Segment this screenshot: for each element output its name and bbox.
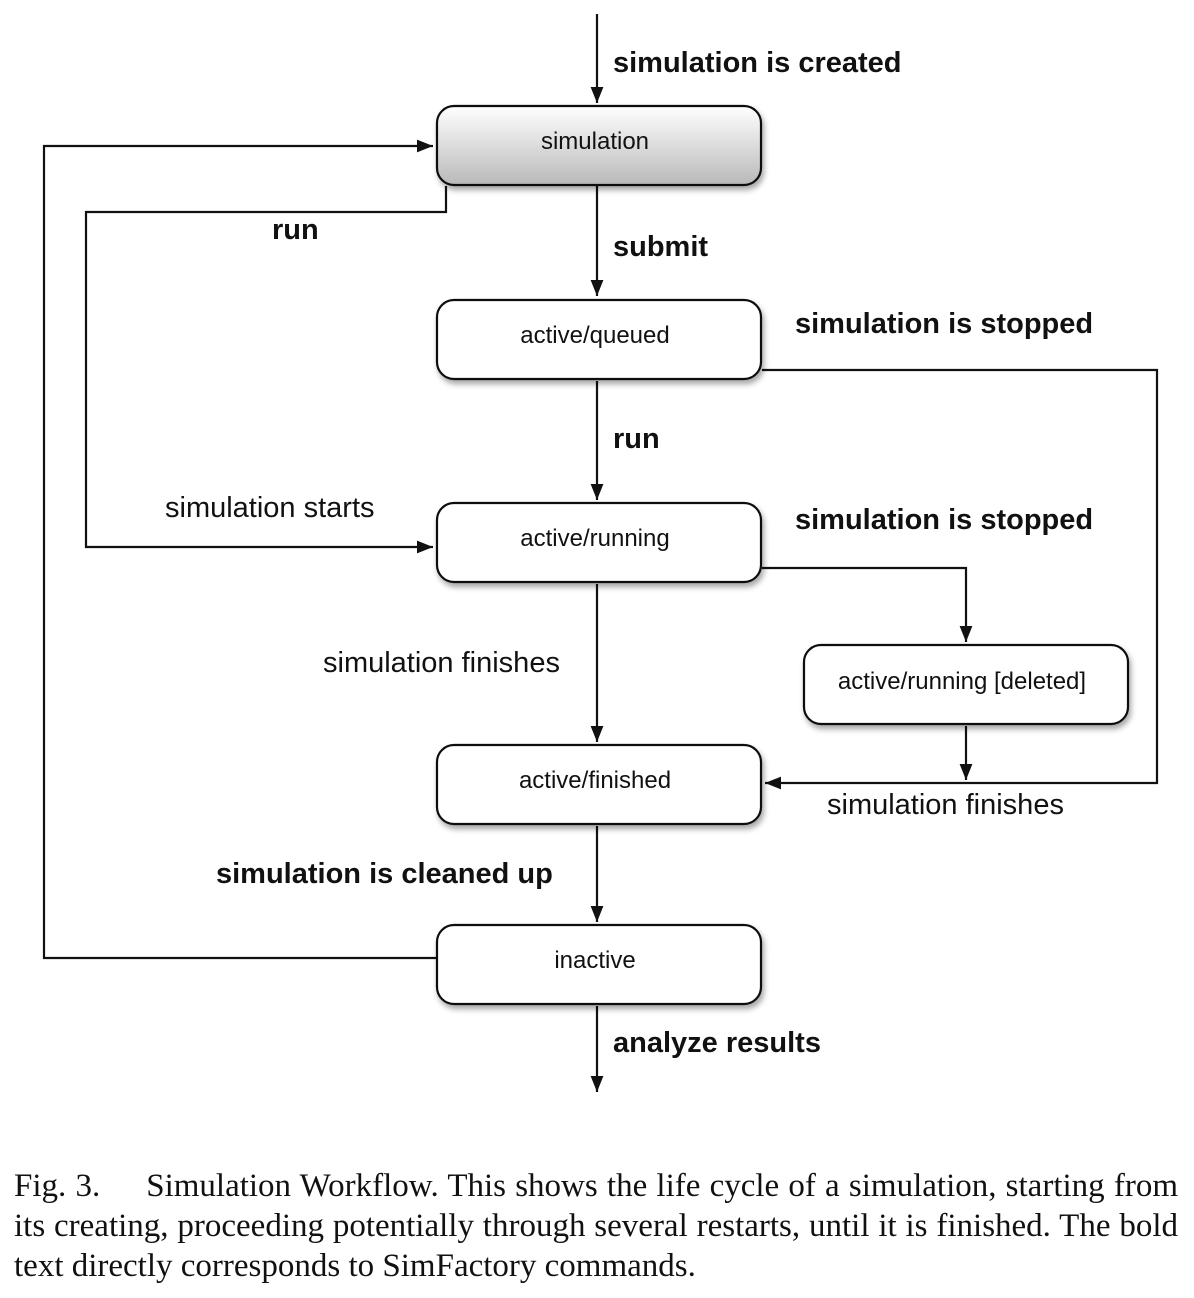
node-inactive	[435, 923, 763, 1006]
label-simulation-is-created: simulation is created	[613, 47, 902, 79]
node-simulation-label: simulation	[541, 128, 649, 155]
node-active-queued	[435, 298, 763, 381]
node-inactive-label: inactive	[554, 947, 635, 974]
node-active-running-label: active/running	[520, 525, 669, 552]
node-active-finished	[435, 743, 763, 826]
node-simulation	[435, 104, 763, 187]
node-active-running-deleted-label: active/running [deleted]	[838, 668, 1086, 695]
label-run-mid: run	[613, 423, 660, 455]
label-simulation-finishes-left: simulation finishes	[323, 647, 560, 679]
figure-label: Fig. 3.	[14, 1168, 101, 1204]
label-analyze-results: analyze results	[613, 1027, 821, 1059]
node-active-running	[435, 501, 763, 584]
edge-restart	[42, 139, 437, 960]
figure-caption: Fig. 3.Simulation Workflow. This shows t…	[14, 1166, 1178, 1286]
caption-text: Simulation Workflow. This shows the life…	[14, 1168, 1178, 1284]
label-simulation-is-stopped-1: simulation is stopped	[795, 308, 1093, 340]
label-simulation-finishes-right: simulation finishes	[827, 789, 1064, 821]
edge-queued-stopped	[762, 368, 1159, 790]
edge-running-stopped	[762, 566, 973, 642]
label-simulation-is-cleaned-up: simulation is cleaned up	[216, 858, 553, 890]
node-active-running-deleted	[802, 643, 1130, 726]
label-submit: submit	[613, 231, 708, 263]
label-run-top: run	[272, 214, 319, 246]
edges	[42, 14, 1159, 1092]
edge-run-direct	[84, 186, 448, 554]
node-active-finished-label: active/finished	[519, 767, 671, 794]
workflow-diagram: simulation active/queued active/running …	[42, 14, 1159, 1092]
label-simulation-starts: simulation starts	[165, 492, 375, 524]
label-simulation-is-stopped-2: simulation is stopped	[795, 504, 1093, 536]
node-active-queued-label: active/queued	[520, 322, 669, 349]
